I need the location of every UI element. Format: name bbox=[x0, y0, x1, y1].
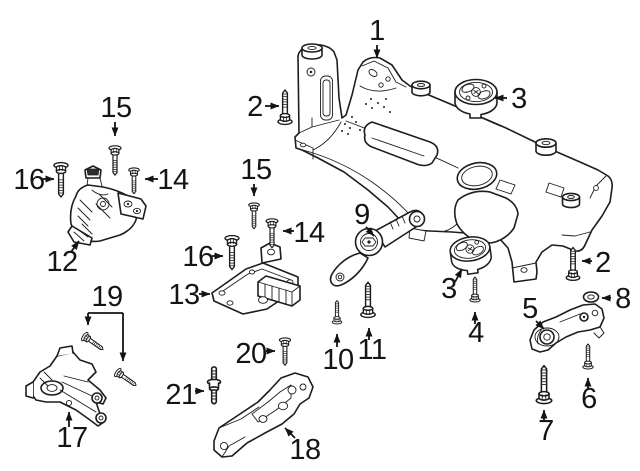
part-bolt-16-left bbox=[53, 161, 69, 198]
callout-3-upper: 3 bbox=[494, 83, 527, 115]
callout-label-4[interactable]: 4 bbox=[468, 317, 485, 349]
callout-label-15-left[interactable]: 15 bbox=[100, 92, 132, 124]
part-bolt-14-left bbox=[128, 167, 140, 195]
callout-19: 19 bbox=[84, 281, 127, 362]
callout-label-8[interactable]: 8 bbox=[615, 283, 631, 315]
callout-4: 4 bbox=[468, 311, 485, 349]
subframe-bushing-mid bbox=[411, 80, 431, 97]
callout-label-14-left[interactable]: 14 bbox=[157, 164, 189, 196]
part-bolt-10 bbox=[331, 300, 343, 325]
callout-17: 17 bbox=[56, 411, 88, 454]
callout-label-19[interactable]: 19 bbox=[91, 281, 123, 313]
callout-8: 8 bbox=[601, 283, 631, 315]
callout-6: 6 bbox=[581, 377, 597, 415]
callout-label-18[interactable]: 18 bbox=[289, 434, 321, 466]
part-bolt-6 bbox=[582, 343, 594, 370]
part-transmission-support-bracket bbox=[213, 372, 314, 458]
callout-label-13[interactable]: 13 bbox=[168, 279, 200, 311]
callout-label-1[interactable]: 1 bbox=[369, 15, 385, 47]
callout-21: 21 bbox=[165, 379, 205, 411]
callout-label-3-lower[interactable]: 3 bbox=[441, 273, 457, 305]
part-transmission-mount bbox=[211, 242, 301, 315]
callout-label-5[interactable]: 5 bbox=[522, 293, 538, 325]
callout-label-12[interactable]: 12 bbox=[46, 246, 78, 278]
callout-14-left: 14 bbox=[144, 164, 189, 196]
part-bolt-4 bbox=[469, 276, 481, 303]
callout-label-7[interactable]: 7 bbox=[538, 415, 554, 447]
callout-2-front: 2 bbox=[247, 91, 280, 123]
callout-12: 12 bbox=[46, 240, 80, 278]
subframe-bushing-lower-right bbox=[561, 192, 581, 209]
part-bolt-7 bbox=[535, 364, 553, 405]
part-stud-21 bbox=[206, 366, 222, 405]
part-engine-mount bbox=[67, 165, 147, 246]
part-bolt-15-mid bbox=[248, 202, 260, 230]
callout-5: 5 bbox=[522, 293, 545, 330]
callout-15-left: 15 bbox=[100, 92, 132, 137]
callout-label-6[interactable]: 6 bbox=[581, 383, 597, 415]
callout-11: 11 bbox=[357, 327, 387, 366]
part-bolt-11 bbox=[360, 281, 376, 319]
spot-weld-dots bbox=[341, 98, 391, 135]
callout-label-16-mid[interactable]: 16 bbox=[182, 241, 214, 273]
part-subframe-crossmember bbox=[294, 43, 613, 283]
callout-label-20[interactable]: 20 bbox=[235, 338, 267, 370]
callout-label-2-front[interactable]: 2 bbox=[247, 91, 263, 123]
callout-18: 18 bbox=[284, 427, 321, 466]
part-bolt-2-front bbox=[277, 89, 293, 126]
callout-16-left: 16 bbox=[13, 164, 55, 196]
callout-label-10[interactable]: 10 bbox=[322, 344, 354, 376]
callout-7: 7 bbox=[538, 409, 554, 447]
callout-14-mid: 14 bbox=[282, 217, 325, 249]
part-subframe-mount-upper bbox=[454, 78, 498, 119]
callout-label-14-mid[interactable]: 14 bbox=[293, 217, 325, 249]
callout-label-16-left[interactable]: 16 bbox=[13, 164, 45, 196]
callout-label-2-rear[interactable]: 2 bbox=[595, 247, 611, 279]
callout-label-15-mid[interactable]: 15 bbox=[240, 154, 272, 186]
callout-label-9[interactable]: 9 bbox=[354, 199, 370, 231]
callout-3-lower: 3 bbox=[441, 268, 463, 305]
callout-label-3-upper[interactable]: 3 bbox=[511, 83, 527, 115]
callout-label-11[interactable]: 11 bbox=[357, 334, 387, 366]
part-bolt-15-left bbox=[108, 145, 122, 176]
callout-10: 10 bbox=[322, 333, 354, 376]
callout-16-mid: 16 bbox=[182, 241, 224, 273]
part-bolt-19b bbox=[112, 366, 140, 390]
callout-20: 20 bbox=[235, 338, 276, 370]
callout-label-17[interactable]: 17 bbox=[56, 422, 88, 454]
subframe-bushing-top-left bbox=[301, 43, 323, 60]
callout-1: 1 bbox=[369, 15, 385, 59]
subframe-bushing-right bbox=[535, 138, 557, 156]
part-bolt-16-mid bbox=[224, 234, 240, 271]
part-bolt-20 bbox=[278, 337, 292, 366]
part-bolt-2-rear bbox=[565, 246, 581, 282]
callout-9: 9 bbox=[354, 199, 375, 237]
part-engine-support-bracket bbox=[25, 345, 107, 427]
callout-2-rear: 2 bbox=[581, 247, 611, 279]
callout-13: 13 bbox=[168, 279, 211, 311]
part-pendulum-support-arm bbox=[529, 303, 605, 353]
part-bolt-19a bbox=[79, 330, 107, 354]
callout-15-mid: 15 bbox=[240, 154, 272, 197]
part-torque-rod bbox=[329, 209, 426, 287]
part-washer bbox=[582, 291, 600, 303]
part-subframe-mount-lower bbox=[449, 236, 492, 276]
callout-label-21[interactable]: 21 bbox=[165, 379, 197, 411]
